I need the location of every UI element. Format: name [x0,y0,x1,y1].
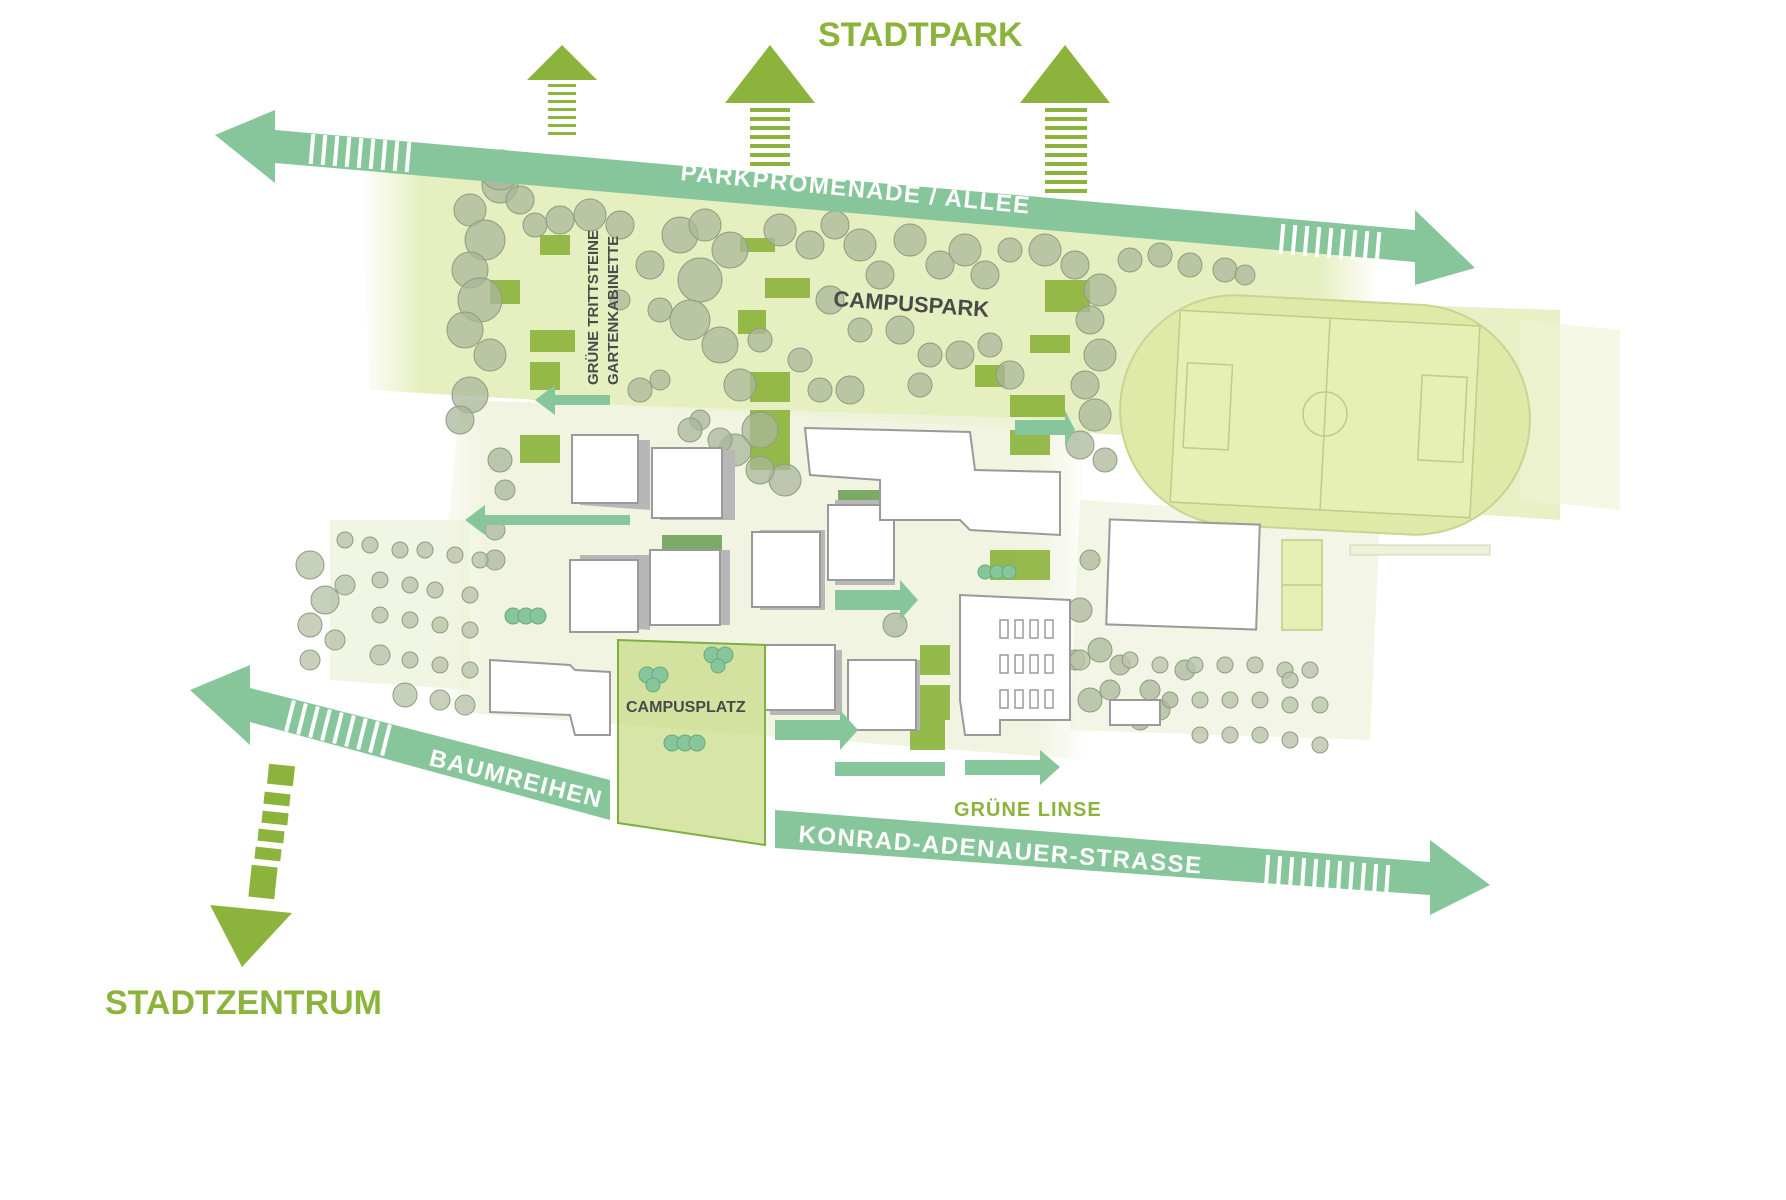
building-3 [569,559,639,633]
stadtzentrum-down-arrow [210,763,295,967]
label-gruene-linse: GRÜNE LINSE [954,798,1102,821]
building-9 [847,659,917,731]
park-trees [445,149,1256,731]
label-stadtpark: STADTPARK [818,16,1023,54]
building-7 [489,658,611,736]
konrad-adenauer-arrow [190,665,1490,915]
label-gruene-trittsteine: GRÜNE TRITTSTEINE [585,230,602,385]
stadtpark-up-arrows [527,45,1110,193]
label-stadtzentrum: STADTZENTRUM [105,984,382,1022]
label-campusplatz: CAMPUSPLATZ [626,699,746,716]
pathway-arrows [465,385,1075,785]
building-small [1109,699,1161,726]
parkpromenade-arrow [215,110,1475,285]
building-1 [571,434,639,504]
sports-field [1119,294,1531,631]
tree-rows [295,531,1329,754]
building-8 [764,644,836,711]
building-2 [651,447,723,519]
building-4 [649,549,721,626]
building-sports-hall [1105,518,1261,631]
label-gartenkabinette: GARTENKABINETTE [605,236,622,385]
building-5 [751,531,821,608]
building-main-hall [803,426,1061,537]
campusplatz-area [504,564,1017,847]
buildings [489,426,1261,736]
